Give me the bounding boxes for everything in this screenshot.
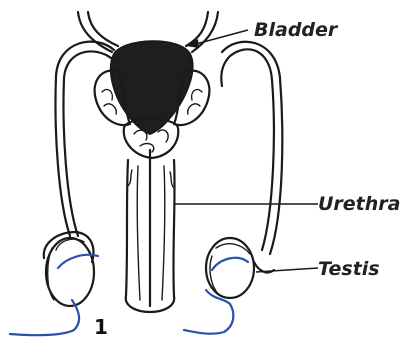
leader-testis <box>256 268 318 272</box>
figure-number: 1 <box>94 315 108 339</box>
label-bladder: Bladder <box>254 19 339 41</box>
label-testis: Testis <box>318 258 380 280</box>
annotation-scribble-left <box>10 255 98 335</box>
label-urethra: Urethra <box>318 193 401 215</box>
penis <box>126 150 175 312</box>
left-testis <box>44 232 94 306</box>
leader-lines <box>174 30 318 272</box>
